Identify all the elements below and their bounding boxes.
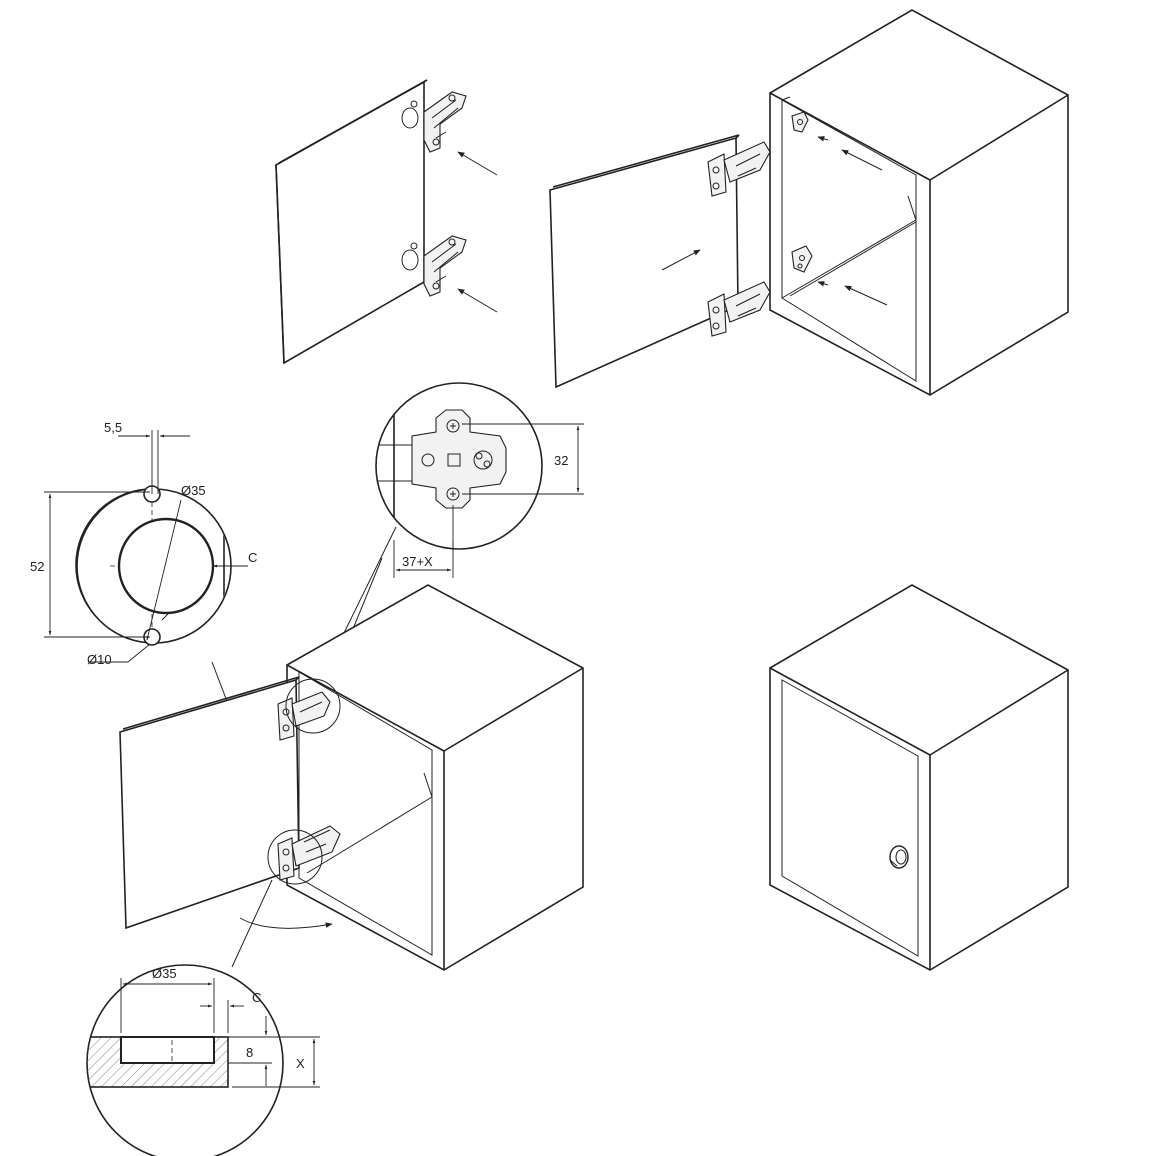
dimension-10: Ø10 [87,643,151,667]
insert-arrow-icon [844,285,888,306]
magnifier-marker [285,678,341,734]
dimension-35-bottom: Ø35 [120,966,215,1033]
dim-c-bottom-label: C [252,990,261,1005]
hinge-icon [707,281,771,337]
mounting-plate-magnifier [375,382,543,550]
dim-x-label: X [296,1056,305,1071]
hinge-icon [707,141,771,197]
dim-32-label: 32 [554,453,568,468]
dimension-32: 32 [462,423,584,495]
mounting-plate-icon [791,111,813,273]
step1-door-with-hinges [275,79,498,365]
insert-arrow-icon [661,249,701,271]
dimension-x: X [232,1036,320,1088]
step3-cabinet-door-open [119,584,584,971]
hinge-icon [423,235,467,297]
dimension-5-5: 5,5 [104,420,190,494]
step2-cabinet-open [549,9,1069,396]
dimension-8: 8 [228,1016,272,1086]
magnifier-marker [267,829,323,885]
dimension-37x: 37+X [393,540,454,578]
dim-5-5-label: 5,5 [104,420,122,435]
leader-line [231,879,273,968]
step4-cabinet-closed [769,584,1069,971]
dim-35-bottom-label: Ø35 [152,966,177,981]
dimension-c-bottom: C [200,990,261,1033]
dim-8-label: 8 [246,1045,253,1060]
cup-hole-icon [401,100,419,271]
insert-arrow-icon [457,288,498,313]
cup-hole-35-icon [117,517,215,615]
dim-35-top-label: Ø35 [181,483,206,498]
hinge-icon [277,825,341,881]
insert-arrow-icon [457,151,498,176]
dim-37x-label: 37+X [402,554,433,569]
drilling-magnifier-contents [110,485,248,646]
insert-arrow-icon [841,149,883,171]
dim-52-label: 52 [30,559,44,574]
dim-10-label: Ø10 [87,652,112,667]
dimension-52: 52 [30,491,150,638]
rotate-arrow-icon [239,917,333,929]
hinge-icon [423,91,467,153]
hinge-icon [277,691,331,741]
dim-c-top-label: C [248,550,257,565]
cup-depth-magnifier [86,964,284,1156]
knob-icon [889,845,909,869]
